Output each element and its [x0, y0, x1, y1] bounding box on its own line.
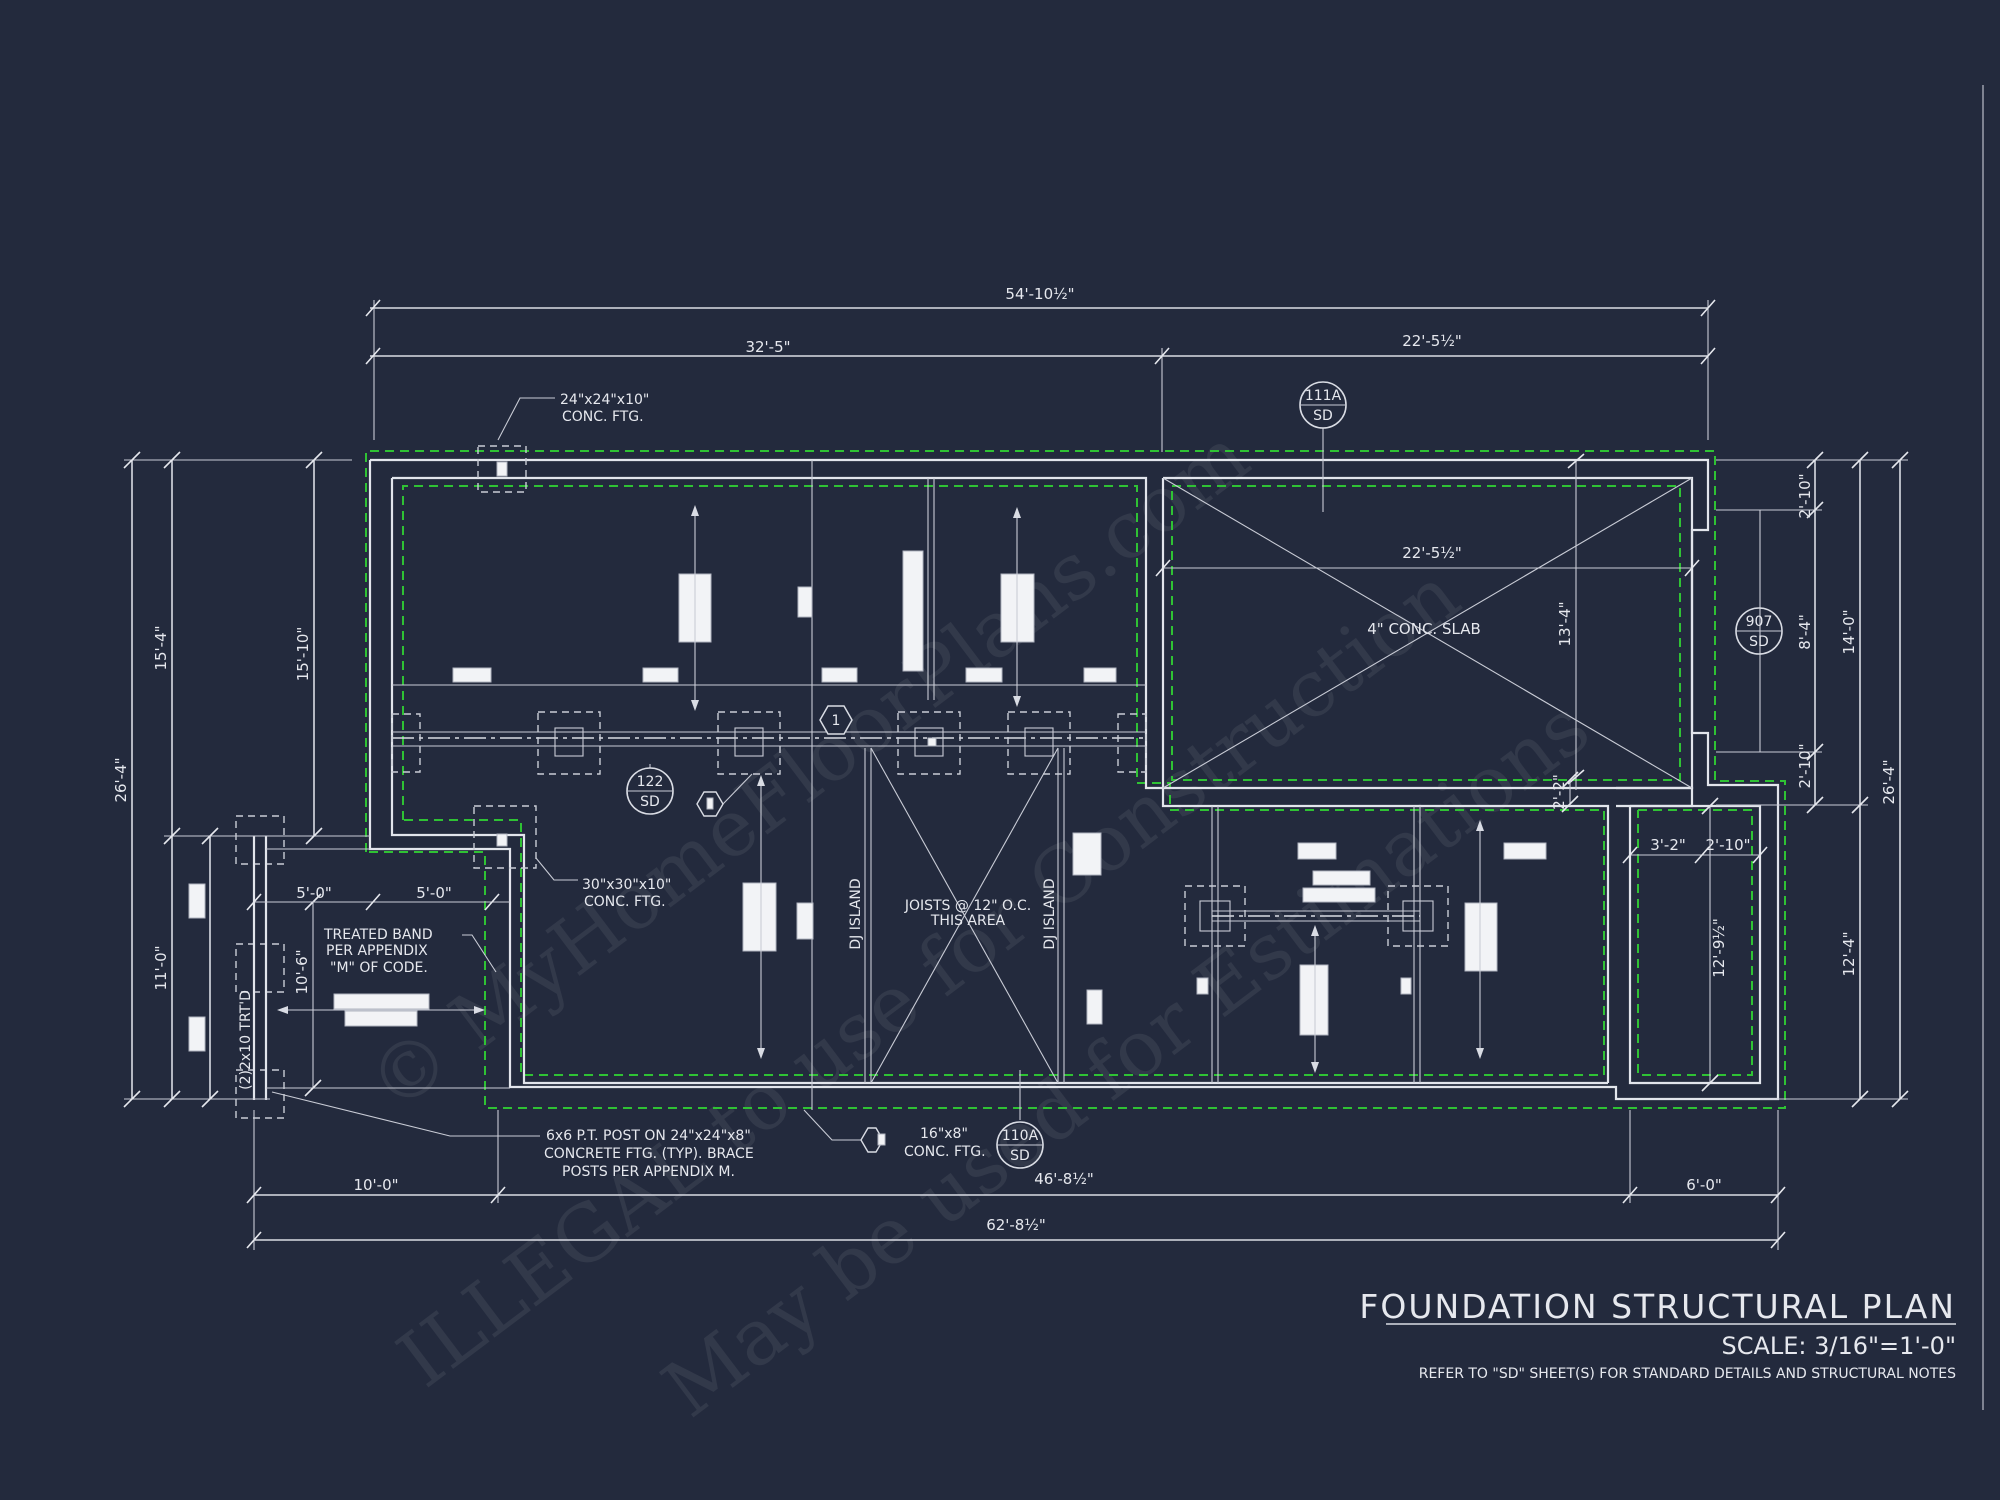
plan-refer-note: REFER TO "SD" SHEET(S) FOR STANDARD DETA…	[1419, 1366, 1956, 1382]
note-ftg-24-line2: CONC. FTG.	[562, 409, 644, 425]
note-ftg-24-line1: 24"x24"x10"	[560, 392, 649, 408]
hex-1-label: 1	[832, 713, 841, 729]
callout-907-sheet: SD	[1749, 634, 1769, 650]
title-block: FOUNDATION STRUCTURAL PLAN SCALE: 3/16"=…	[1359, 1287, 1956, 1382]
note-dj-island-a: DJ ISLAND	[848, 878, 864, 949]
callout-111a: 111A SD	[1299, 381, 1347, 512]
dim-left-26-4: 26'-4"	[112, 757, 130, 802]
plan-scale: SCALE: 3/16"=1'-0"	[1721, 1332, 1956, 1360]
note-post-line3: POSTS PER APPENDIX M.	[562, 1164, 735, 1180]
dim-bottom-10-0: 10'-0"	[353, 1176, 398, 1194]
dim-left-10-6: 10'-6"	[293, 949, 311, 994]
note-ftg-30-line2: CONC. FTG.	[584, 894, 666, 910]
dim-right-14-0: 14'-0"	[1840, 609, 1858, 654]
callout-122: 122 SD	[626, 764, 674, 815]
callout-hex-small	[696, 773, 753, 817]
dim-right-26-4: 26'-4"	[1880, 759, 1898, 804]
plan-title: FOUNDATION STRUCTURAL PLAN	[1359, 1287, 1956, 1326]
dim-top-overall: 54'-10½"	[1005, 285, 1074, 303]
dimension-lines	[123, 299, 1909, 1250]
note-ftg-16-line2: CONC. FTG.	[904, 1144, 986, 1160]
note-slab: 4" CONC. SLAB	[1367, 620, 1481, 638]
dim-left-11-0: 11'-0"	[152, 945, 170, 990]
note-dj-island-b: DJ ISLAND	[1042, 878, 1058, 949]
callout-907-number: 907	[1746, 614, 1773, 630]
note-porch-band: (2)2x10 TRT'D	[238, 990, 254, 1090]
callout-907: 907 SD	[1735, 607, 1783, 655]
note-joists-line2: THIS AREA	[930, 913, 1006, 929]
dim-small-2-2: 2'-2"	[1550, 774, 1568, 810]
dim-right-2-10-top: 2'-10"	[1796, 473, 1814, 518]
detail-callouts: 111A SD 907 SD 122 SD 110A SD 1	[626, 381, 1783, 1169]
span-arrows	[277, 505, 1484, 1073]
notes: 24"x24"x10" CONC. FTG. 30"x30"x10" CONC.…	[238, 392, 1481, 1180]
dim-left-15-10: 15'-10"	[294, 627, 312, 682]
callout-122-number: 122	[637, 774, 664, 790]
note-band-line1: TREATED BAND	[323, 927, 433, 943]
dim-right-2-10-bot: 2'-10"	[1796, 743, 1814, 788]
dimension-labels: 54'-10½" 32'-5" 22'-5½" 22'-5½" 13'-4" 1…	[112, 285, 1898, 1234]
dim-room-3-2: 3'-2"	[1650, 836, 1686, 854]
pier-footings	[235, 445, 1449, 1119]
note-band-line2: PER APPENDIX	[326, 943, 428, 959]
load-bars	[188, 550, 1547, 1052]
callout-122-sheet: SD	[640, 794, 660, 810]
dim-bottom-46-8: 46'-8½"	[1034, 1170, 1094, 1188]
note-ftg-16-line1: 16"x8"	[920, 1126, 968, 1142]
callout-111a-sheet: SD	[1313, 408, 1333, 424]
dim-room-12-9: 12'-9½"	[1710, 918, 1728, 978]
dim-top-right: 22'-5½"	[1402, 332, 1462, 350]
callout-110a: 110A SD	[996, 1070, 1044, 1169]
dim-porch-5-0-b: 5'-0"	[416, 884, 452, 902]
dim-top-left: 32'-5"	[745, 338, 790, 356]
dim-left-15-4: 15'-4"	[152, 625, 170, 670]
footing-outline	[365, 450, 1786, 1109]
callout-111a-number: 111A	[1305, 388, 1342, 404]
dim-right-12-4: 12'-4"	[1840, 931, 1858, 976]
note-post-line2: CONCRETE FTG. (TYP). BRACE	[544, 1146, 754, 1162]
callout-hex-1: 1	[819, 705, 853, 735]
dim-room-2-10: 2'-10"	[1705, 836, 1750, 854]
dim-porch-5-0-a: 5'-0"	[296, 884, 332, 902]
dim-slab-width: 22'-5½"	[1402, 544, 1462, 562]
note-ftg-30-line1: 30"x30"x10"	[582, 877, 671, 893]
dim-right-8-4: 8'-4"	[1796, 614, 1814, 650]
dim-slab-depth: 13'-4"	[1556, 601, 1574, 646]
callout-110a-sheet: SD	[1010, 1148, 1030, 1164]
slab-area	[1162, 477, 1693, 789]
callout-110a-number: 110A	[1002, 1128, 1039, 1144]
note-band-line3: "M" OF CODE.	[330, 960, 428, 976]
dim-bottom-6-0: 6'-0"	[1686, 1176, 1722, 1194]
dim-bottom-overall: 62'-8½"	[986, 1216, 1046, 1234]
note-joists-line1: JOISTS @ 12" O.C.	[904, 898, 1031, 914]
note-post-line1: 6x6 P.T. POST ON 24"x24"x8"	[546, 1128, 751, 1144]
joists-area	[870, 747, 1059, 1084]
